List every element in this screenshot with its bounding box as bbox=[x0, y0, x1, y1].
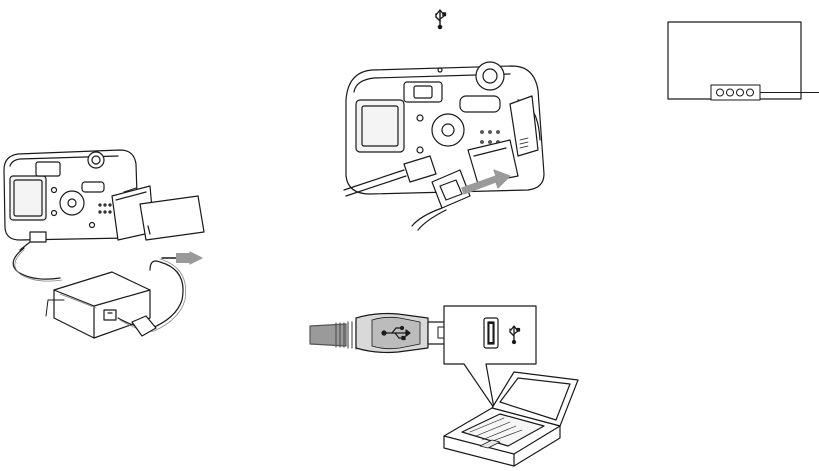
camera-lcd bbox=[10, 176, 46, 220]
usb-symbol-icon bbox=[436, 10, 446, 29]
camera-control-pad-2 bbox=[432, 114, 464, 146]
lcd-screen-indicator bbox=[668, 22, 819, 100]
camera-with-ac-adaptor bbox=[4, 150, 204, 338]
camera-with-usb-plug bbox=[344, 62, 544, 230]
camera-viewfinder-2 bbox=[404, 82, 442, 102]
usb-cable-to-computer bbox=[310, 306, 578, 466]
laptop-computer bbox=[444, 372, 578, 466]
camera-control-pad bbox=[60, 191, 84, 215]
indicator-bar bbox=[711, 85, 760, 100]
camera-dial-2 bbox=[476, 62, 504, 90]
camera-viewfinder bbox=[36, 162, 60, 176]
camera-lcd-2 bbox=[356, 100, 404, 152]
camera-dial bbox=[88, 152, 104, 168]
